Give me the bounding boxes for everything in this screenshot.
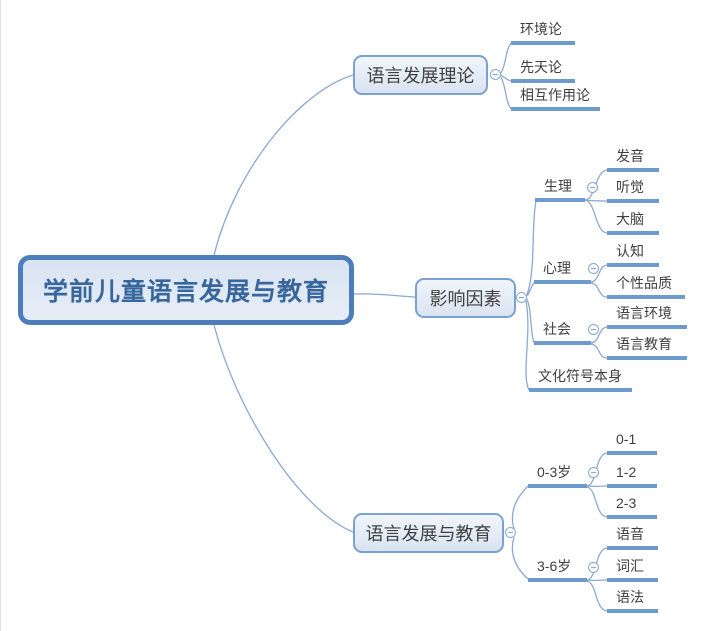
collapse-toggle-age-3-6-icon[interactable] <box>588 562 599 573</box>
connector <box>586 486 608 518</box>
subtopic-cultural-symbols[interactable]: 文化符号本身 <box>529 368 632 392</box>
leaf-brain[interactable]: 大脑 <box>607 211 659 235</box>
subtopic-age-0-3[interactable]: 0-3岁 <box>528 464 587 488</box>
connector <box>526 282 535 297</box>
subtopic-psychology[interactable]: 心理 <box>534 260 591 284</box>
branch-topic-language-development-education[interactable]: 语言发展与教育 <box>353 513 504 553</box>
leaf-language-environment[interactable]: 语言环境 <box>607 305 687 329</box>
collapse-toggle-age-0-3-icon[interactable] <box>588 467 599 478</box>
subtopic-physiology[interactable]: 生理 <box>535 178 585 202</box>
leaf-language-education[interactable]: 语言教育 <box>607 336 687 360</box>
connector <box>511 536 529 580</box>
leaf-pronunciation[interactable]: 发音 <box>607 148 659 172</box>
root-topic[interactable]: 学前儿童语言发展与教育 <box>18 255 354 325</box>
subtopic-society[interactable]: 社会 <box>534 321 591 345</box>
connector <box>213 74 354 256</box>
connector <box>500 74 512 82</box>
leaf-vocabulary[interactable]: 词汇 <box>607 558 658 582</box>
leaf-nativism-theory[interactable]: 先天论 <box>511 59 575 83</box>
leaf-cognition[interactable]: 认知 <box>607 243 659 267</box>
connector <box>213 324 354 533</box>
connector <box>586 580 608 612</box>
collapse-toggle-physiology-icon[interactable] <box>587 182 598 193</box>
connector <box>590 326 608 344</box>
connector <box>590 343 608 359</box>
branch-topic-language-development-theory[interactable]: 语言发展理论 <box>353 55 488 95</box>
leaf-grammar[interactable]: 语法 <box>607 589 658 613</box>
connector <box>511 485 529 530</box>
branch-topic-influencing-factors[interactable]: 影响因素 <box>415 278 516 318</box>
leaf-phonetics[interactable]: 语音 <box>607 526 658 550</box>
leaf-age-2-3[interactable]: 2-3 <box>607 495 657 519</box>
connector <box>353 293 416 298</box>
collapse-toggle-theory-icon[interactable] <box>490 69 501 80</box>
collapse-toggle-education-icon[interactable] <box>505 527 516 538</box>
subtopic-age-3-6[interactable]: 3-6岁 <box>528 558 587 582</box>
leaf-age-1-2[interactable]: 1-2 <box>607 464 657 488</box>
leaf-age-0-1[interactable]: 0-1 <box>607 431 657 455</box>
leaf-interactionism-theory[interactable]: 相互作用论 <box>511 87 600 111</box>
connector <box>525 300 530 391</box>
collapse-toggle-society-icon[interactable] <box>588 324 599 335</box>
connector <box>590 282 608 298</box>
connector <box>590 264 608 283</box>
leaf-hearing[interactable]: 听觉 <box>607 179 659 203</box>
collapse-toggle-psychology-icon[interactable] <box>588 263 599 274</box>
connector <box>500 76 512 110</box>
connector <box>584 199 608 234</box>
collapse-toggle-factors-icon[interactable] <box>516 292 527 303</box>
leaf-environment-theory[interactable]: 环境论 <box>511 21 575 45</box>
connector <box>500 42 512 74</box>
connector <box>526 200 537 296</box>
leaf-personality-traits[interactable]: 个性品质 <box>607 275 685 299</box>
connector <box>526 298 535 344</box>
